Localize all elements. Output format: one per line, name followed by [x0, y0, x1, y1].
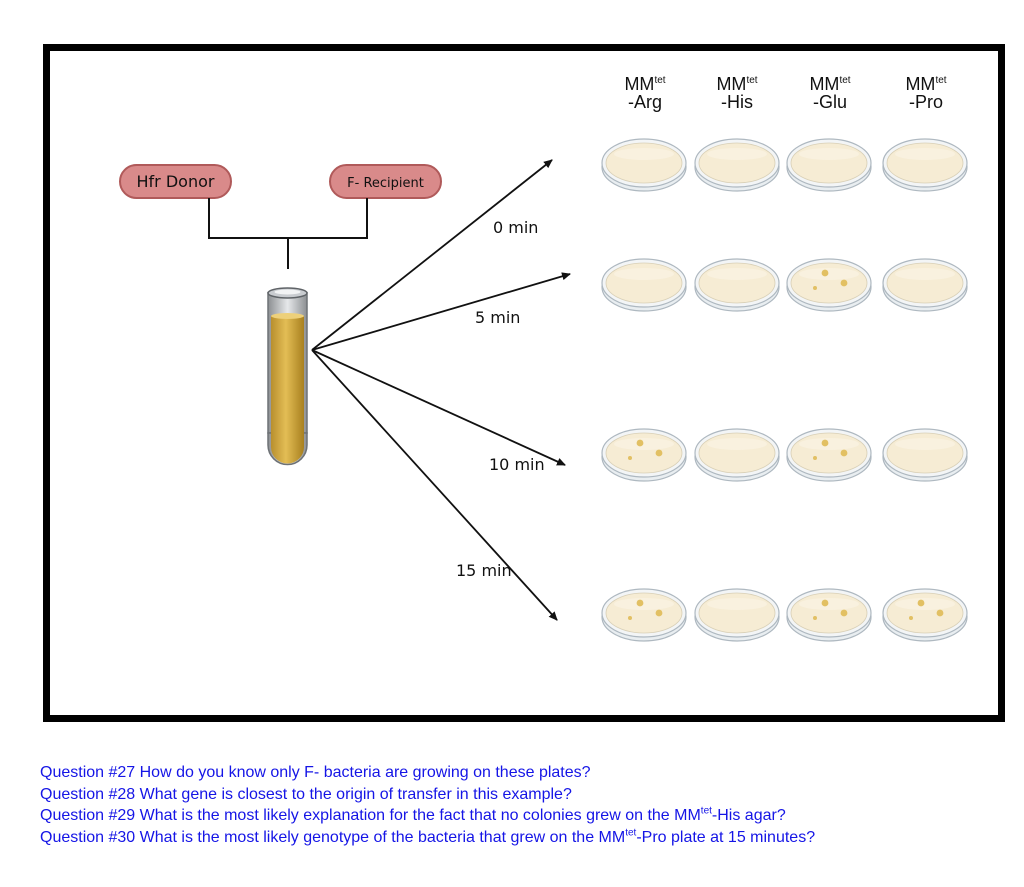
column-headers: MMtet -Arg MMtet -His MMtet -Glu MMtet -…: [624, 74, 946, 112]
f-recipient-pill: [329, 164, 442, 199]
time-label-5: 5 min: [475, 308, 520, 327]
arrow-10-min: [311, 349, 566, 466]
arrow-0-min: [311, 159, 553, 351]
hfr-donor-label: Hfr Donor: [137, 172, 215, 191]
arrow-5-min: [311, 272, 571, 351]
petri-dish: [694, 428, 780, 482]
column-subheader-his: -His: [721, 92, 753, 112]
arrow-15-min: [311, 349, 558, 621]
column-header-his: MMtet: [716, 74, 757, 94]
colony: [655, 609, 663, 617]
colony: [821, 269, 829, 277]
petri-dish: [694, 588, 780, 642]
colony: [821, 439, 829, 447]
colony: [840, 609, 848, 617]
colony: [628, 616, 632, 620]
time-label-0: 0 min: [493, 218, 538, 237]
colony: [636, 439, 644, 447]
petri-dish: [786, 258, 872, 312]
question-27: Question #27 How do you know only F- bac…: [40, 764, 591, 781]
colony: [655, 449, 663, 457]
colony: [840, 449, 848, 457]
colony: [821, 599, 829, 607]
petri-dish: [882, 138, 968, 192]
tube-culture: [271, 316, 304, 444]
column-subheader-pro: -Pro: [909, 92, 943, 112]
petri-dish: [786, 588, 872, 642]
colony: [909, 616, 913, 620]
time-label-15: 15 min: [456, 561, 512, 580]
colony: [840, 279, 848, 287]
colony: [628, 456, 632, 460]
petri-dish: [694, 138, 780, 192]
petri-dish: [601, 258, 687, 312]
colony: [917, 599, 925, 607]
petri-dish: [882, 258, 968, 312]
test-tube: [267, 287, 308, 466]
petri-dish: [786, 428, 872, 482]
question-28: Question #28 What gene is closest to the…: [40, 785, 572, 803]
petri-dish-grid: [601, 138, 968, 642]
petri-dish: [882, 588, 968, 642]
f-recipient-label: F- Recipient: [347, 176, 424, 191]
question-29: Question #29 What is the most likely exp…: [40, 805, 786, 824]
column-header-glu: MMtet: [809, 74, 850, 94]
hfr-donor-pill: [119, 164, 232, 199]
colony: [813, 286, 817, 290]
petri-dish: [882, 428, 968, 482]
question-30: Question #30 What is the most likely gen…: [40, 827, 816, 846]
question-list: Question #27 How do you know only F- bac…: [40, 762, 1000, 848]
petri-dish: [601, 428, 687, 482]
column-subheader-glu: -Glu: [813, 92, 847, 112]
petri-dish: [601, 588, 687, 642]
colony: [636, 599, 644, 607]
petri-dish: [786, 138, 872, 192]
colony: [813, 456, 817, 460]
petri-dish: [601, 138, 687, 192]
colony: [813, 616, 817, 620]
column-header-pro: MMtet: [905, 74, 946, 94]
petri-dish: [694, 258, 780, 312]
column-header-arg: MMtet: [624, 74, 665, 94]
column-subheader-arg: -Arg: [628, 92, 662, 112]
timepoint-arrows: [311, 159, 571, 621]
experiment-diagram: MMtet -Arg MMtet -His MMtet -Glu MMtet -…: [43, 44, 1005, 722]
time-label-10: 10 min: [489, 455, 545, 474]
colony: [936, 609, 944, 617]
